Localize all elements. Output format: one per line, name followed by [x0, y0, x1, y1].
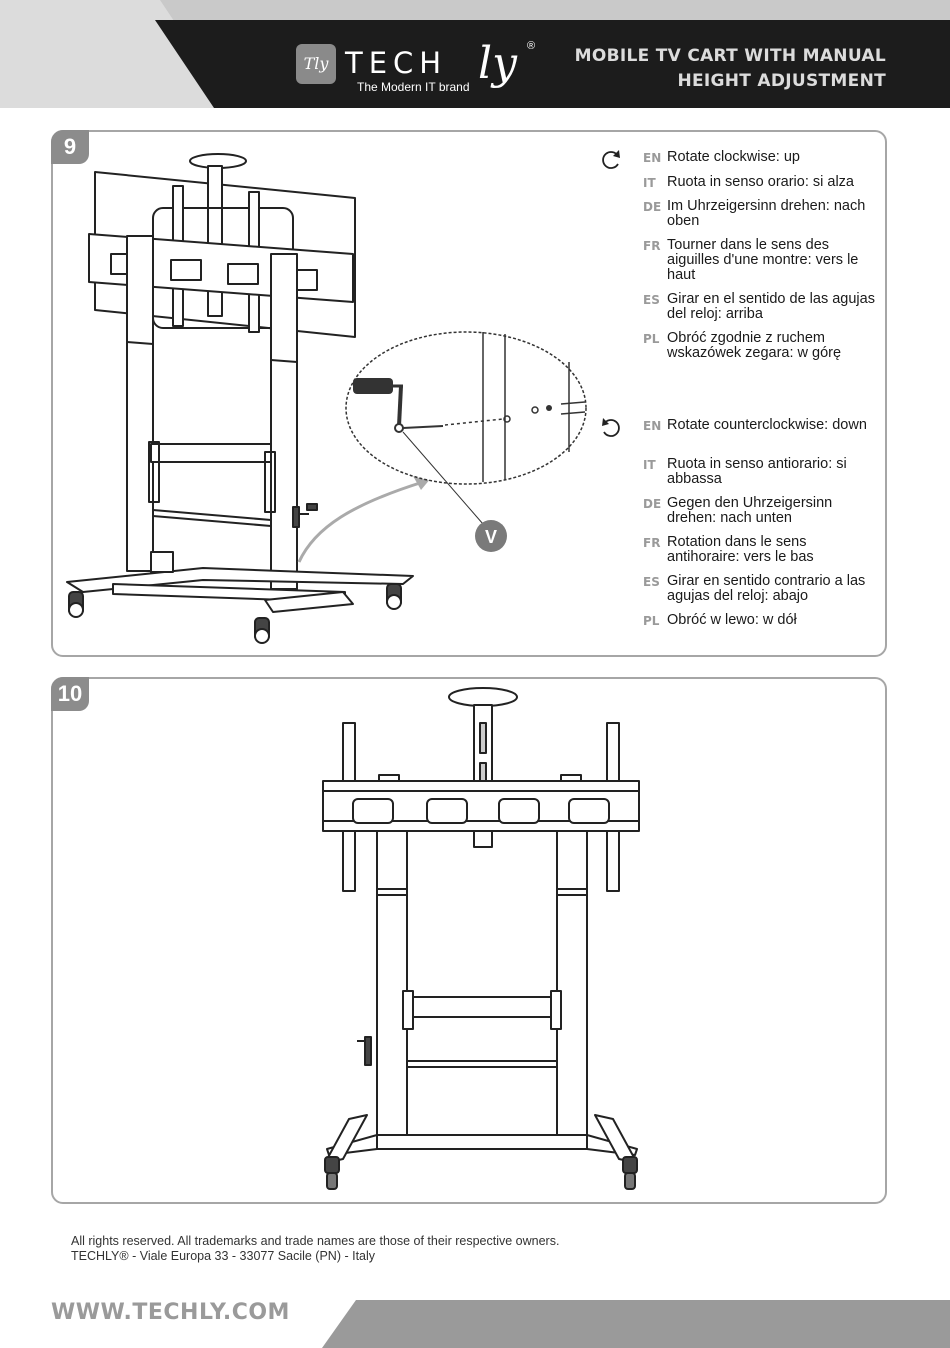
registered-mark: ® — [527, 40, 536, 52]
website-link[interactable]: WWW.TECHLY.COM — [51, 1300, 290, 1325]
brand-wordmark: TECH — [345, 46, 448, 80]
instruction-text: Obróć w lewo: w dół — [667, 612, 797, 628]
lang-code: FR — [643, 536, 661, 550]
legal-line-1: All rights reserved. All trademarks and … — [71, 1234, 560, 1248]
step-9-cart-illustration: V — [66, 153, 587, 644]
instruction-text: Obróć zgodnie z ruchem wskazówek zegara:… — [667, 330, 842, 361]
document-title: MOBILE TV CART WITH MANUAL HEIGHT ADJUST… — [526, 44, 886, 94]
step-9-panel: 9 — [51, 130, 887, 657]
legal-line-2: TECHLY® - Viale Europa 33 - 33077 Sacile… — [71, 1249, 376, 1263]
lang-code: IT — [643, 176, 656, 190]
step-9-badge: 9 — [51, 130, 89, 164]
rotate-clockwise-icon — [602, 150, 620, 169]
instruction-text: Rotation dans le sens antihoraire: vers … — [667, 534, 814, 565]
callout-v-label: V — [485, 527, 497, 547]
brand-logo-mark: Tly — [296, 44, 336, 84]
lang-code: FR — [643, 239, 661, 253]
legal-notice: All rights reserved. All trademarks and … — [71, 1234, 559, 1264]
instruction-text: Im Uhrzeigersinn drehen: nach oben — [667, 198, 866, 229]
header-black-band — [155, 20, 950, 108]
instruction-text: Ruota in senso antiorario: si abbassa — [667, 456, 847, 487]
logo-mark-text: Tly — [303, 54, 329, 73]
lang-code: EN — [643, 419, 662, 433]
lang-code: DE — [643, 497, 662, 511]
document-title-line-2: HEIGHT ADJUSTMENT — [677, 71, 886, 91]
rotate-counterclockwise-icon — [602, 418, 620, 437]
instruction-text: Ruota in senso orario: si alza — [667, 174, 854, 190]
lang-code: DE — [643, 200, 662, 214]
instruction-text: Tourner dans le sens des aiguilles d'une… — [667, 237, 859, 283]
step-10-cart-front-illustration — [322, 687, 640, 1190]
document-title-line-1: MOBILE TV CART WITH MANUAL — [574, 46, 886, 66]
lang-code: EN — [643, 151, 662, 165]
instruction-text: Girar en sentido contrario a las agujas … — [667, 573, 866, 604]
brand-wordmark-suffix: ly — [478, 38, 517, 89]
step-10-badge: 10 — [51, 677, 89, 711]
lang-code: PL — [643, 614, 660, 628]
lang-code: IT — [643, 458, 656, 472]
lang-code: ES — [643, 575, 660, 589]
instruction-text: Girar en el sentido de las agujas del re… — [667, 291, 875, 322]
brand-tagline: The Modern IT brand — [357, 80, 470, 94]
footer-bar — [322, 1300, 950, 1348]
step-10-panel: 10 — [51, 677, 887, 1204]
instruction-text: Rotate clockwise: up — [667, 149, 800, 165]
instruction-text: Gegen den Uhrzeigersinn drehen: nach unt… — [667, 495, 833, 526]
instruction-text: Rotate counterclockwise: down — [667, 417, 867, 433]
lang-code: PL — [643, 332, 660, 346]
lang-code: ES — [643, 293, 660, 307]
